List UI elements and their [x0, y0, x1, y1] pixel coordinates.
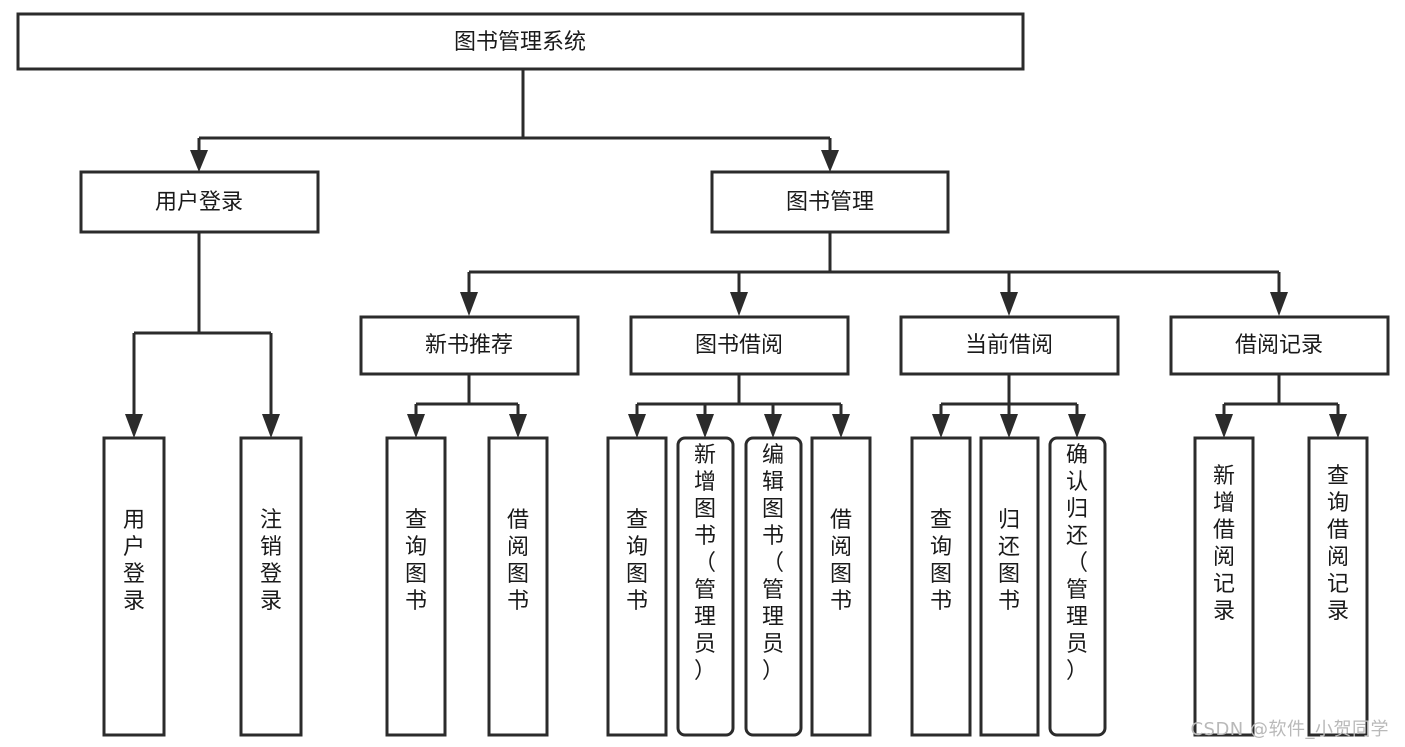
- node-records-label: 借阅记录: [1235, 333, 1323, 358]
- csdn-watermark: CSDN @软件_小贺同学: [1190, 719, 1389, 740]
- arrow-head-leaf11: [1068, 414, 1086, 438]
- node-records-box[interactable]: [1169, 315, 1390, 376]
- node-leaf8-box[interactable]: [810, 436, 872, 737]
- node-leaf7-box[interactable]: [744, 436, 803, 737]
- node-leaf9[interactable]: 查询图书: [910, 436, 972, 737]
- node-leaf11[interactable]: 确认归还（管理员）: [1048, 436, 1107, 737]
- node-current[interactable]: 当前借阅: [899, 315, 1120, 376]
- node-leaf5-box[interactable]: [606, 436, 668, 737]
- arrow-head-borrow: [730, 292, 748, 316]
- node-leaf9-label: 查询图书: [930, 508, 952, 614]
- node-leaf10[interactable]: 归还图书: [979, 436, 1040, 737]
- node-leaf13-label: 查询借阅记录: [1327, 464, 1349, 624]
- arrow-head-leaf8: [832, 414, 850, 438]
- arrow-head-current: [1000, 292, 1018, 316]
- arrow-head-leaf10: [1000, 414, 1018, 438]
- node-leaf1-label: 用户登录: [123, 508, 145, 614]
- node-root[interactable]: 图书管理系统: [16, 12, 1025, 71]
- node-leaf12-label: 新增借阅记录: [1213, 464, 1235, 624]
- node-leaf13-box[interactable]: [1307, 436, 1369, 737]
- node-bookmgmt[interactable]: 图书管理: [710, 170, 950, 234]
- node-leaf8-label: 借阅图书: [830, 508, 852, 614]
- arrow-head-leaf9: [932, 414, 950, 438]
- node-newbook-label: 新书推荐: [425, 333, 513, 358]
- node-leaf4[interactable]: 借阅图书: [487, 436, 549, 737]
- node-borrow[interactable]: 图书借阅: [629, 315, 850, 376]
- node-newbook[interactable]: 新书推荐: [359, 315, 580, 376]
- node-leaf3[interactable]: 查询图书: [385, 436, 447, 737]
- node-login-label: 用户登录: [155, 190, 243, 215]
- node-newbook-box[interactable]: [359, 315, 580, 376]
- node-leaf3-label: 查询图书: [405, 508, 427, 614]
- arrow-head-leaf2: [262, 414, 280, 438]
- node-leaf7[interactable]: 编辑图书（管理员）: [744, 436, 803, 737]
- arrow-head-records: [1270, 292, 1288, 316]
- node-leaf10-box[interactable]: [979, 436, 1040, 737]
- arrow-head-leaf6: [696, 414, 714, 438]
- node-leaf1-box[interactable]: [102, 436, 166, 737]
- node-leaf5[interactable]: 查询图书: [606, 436, 668, 737]
- arrow-head-leaf3: [407, 414, 425, 438]
- node-leaf4-label: 借阅图书: [507, 508, 529, 614]
- arrow-head-bookmgmt: [821, 150, 839, 172]
- arrow-head-leaf13: [1329, 414, 1347, 438]
- node-leaf6[interactable]: 新增图书（管理员）: [676, 436, 735, 737]
- arrow-head-leaf5: [628, 414, 646, 438]
- arrow-head-login: [190, 150, 208, 172]
- node-leaf2[interactable]: 注销登录: [239, 436, 303, 737]
- node-leaf12-box[interactable]: [1193, 436, 1255, 737]
- node-leaf2-box[interactable]: [239, 436, 303, 737]
- node-bookmgmt-label: 图书管理: [786, 190, 874, 215]
- node-root-label: 图书管理系统: [454, 30, 586, 55]
- arrow-head-leaf7: [764, 414, 782, 438]
- node-borrow-label: 图书借阅: [695, 333, 783, 358]
- node-leaf7-label: 编辑图书（管理员）: [762, 443, 784, 684]
- node-leaf13[interactable]: 查询借阅记录: [1307, 436, 1369, 737]
- node-leaf8[interactable]: 借阅图书: [810, 436, 872, 737]
- node-records[interactable]: 借阅记录: [1169, 315, 1390, 376]
- node-login-box[interactable]: [79, 170, 320, 234]
- node-leaf2-label: 注销登录: [260, 508, 282, 614]
- node-bookmgmt-box[interactable]: [710, 170, 950, 234]
- node-current-box[interactable]: [899, 315, 1120, 376]
- node-leaf12[interactable]: 新增借阅记录: [1193, 436, 1255, 737]
- node-leaf3-box[interactable]: [385, 436, 447, 737]
- connector-layer: [125, 69, 1347, 438]
- node-leaf10-label: 归还图书: [998, 508, 1020, 614]
- node-leaf11-label: 确认归还（管理员）: [1066, 443, 1088, 684]
- node-leaf11-box[interactable]: [1048, 436, 1107, 737]
- node-root-box[interactable]: [16, 12, 1025, 71]
- node-leaf5-label: 查询图书: [626, 508, 648, 614]
- node-borrow-box[interactable]: [629, 315, 850, 376]
- node-current-label: 当前借阅: [965, 333, 1053, 358]
- arrow-head-leaf4: [509, 414, 527, 438]
- node-leaf6-label: 新增图书（管理员）: [694, 443, 716, 684]
- arrow-head-leaf1: [125, 414, 143, 438]
- arrow-head-leaf12: [1215, 414, 1233, 438]
- node-login[interactable]: 用户登录: [79, 170, 320, 234]
- node-leaf6-box[interactable]: [676, 436, 735, 737]
- node-leaf1[interactable]: 用户登录: [102, 436, 166, 737]
- node-leaf4-box[interactable]: [487, 436, 549, 737]
- arrow-head-newbook: [460, 292, 478, 316]
- node-leaf9-box[interactable]: [910, 436, 972, 737]
